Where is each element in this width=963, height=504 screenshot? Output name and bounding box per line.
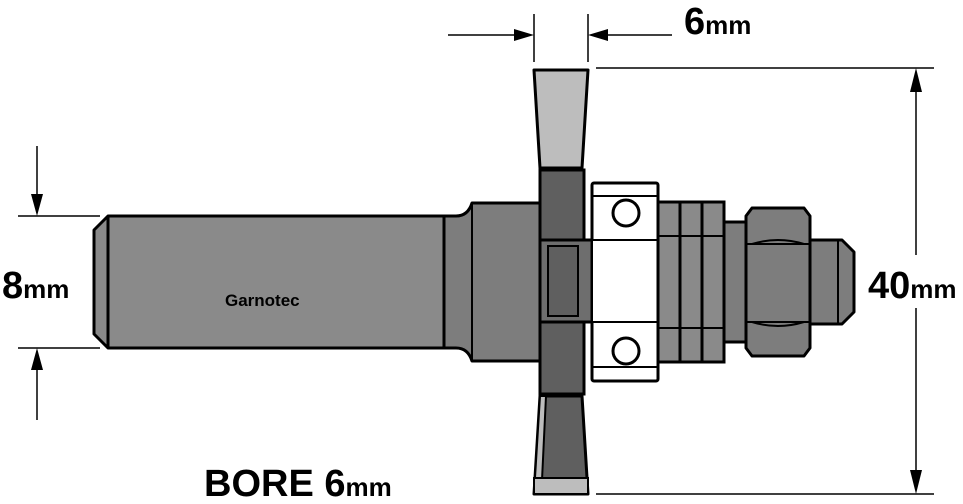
- spacer-sleeve: [722, 220, 748, 344]
- bore-space: [314, 463, 325, 504]
- spacer-2: [678, 200, 704, 364]
- shank: Garnotec: [92, 201, 542, 363]
- brand-label: Garnotec: [225, 291, 300, 310]
- dimension-shank-diameter: 8mm: [2, 146, 100, 420]
- arbor-end-body: [808, 238, 856, 326]
- bearing-inner-race: [591, 239, 659, 323]
- shank-neck: [442, 201, 542, 363]
- bore-label-text: BORE: [204, 463, 314, 504]
- arrowhead-up-pointing: [31, 348, 43, 370]
- carbide-tip-bottom-foot: [533, 477, 589, 495]
- bore-value: 6: [324, 463, 345, 504]
- bearing: [590, 181, 660, 383]
- dimension-value: 40: [868, 265, 910, 307]
- bearing-ball-bottom: [611, 336, 641, 366]
- dimension-top-width: 6mm: [448, 1, 751, 62]
- hex-nut-chamfer-bottom: [751, 321, 805, 327]
- hex-nut: [744, 206, 812, 358]
- dimension-unit: mm: [705, 10, 751, 40]
- carbide-tip-top: [532, 68, 590, 170]
- bearing-ball-top: [611, 198, 641, 228]
- dimension-unit: mm: [23, 274, 69, 304]
- shank-body: [92, 214, 446, 350]
- hex-nut-chamfer-top: [751, 239, 805, 245]
- arrowhead-down-pointing: [910, 470, 922, 494]
- dimension-value: 6: [684, 1, 705, 43]
- spacer-stack: [656, 200, 748, 364]
- bore-unit: mm: [346, 472, 392, 502]
- arrowhead-left-pointing: [588, 29, 608, 41]
- hex-nut-body: [744, 206, 812, 358]
- spacer-3: [700, 200, 726, 364]
- dimension-label-cutter: 40mm: [868, 265, 957, 307]
- arrowhead-right-pointing: [514, 29, 534, 41]
- dimension-label-shank: 8mm: [2, 265, 69, 307]
- arbor-end: [808, 238, 856, 326]
- dimension-label-top-width: 6mm: [684, 1, 751, 43]
- dimension-unit: mm: [910, 274, 956, 304]
- bore-label: BORE 6mm: [204, 463, 392, 504]
- spacer-1: [656, 200, 682, 364]
- arrowhead-down-pointing: [31, 194, 43, 216]
- arrowhead-up-pointing: [910, 68, 922, 92]
- dimension-cutter-diameter: 40mm: [596, 67, 957, 495]
- slot-cutter: [532, 68, 594, 496]
- bore-inner: [547, 245, 579, 317]
- dimension-value: 8: [2, 265, 23, 307]
